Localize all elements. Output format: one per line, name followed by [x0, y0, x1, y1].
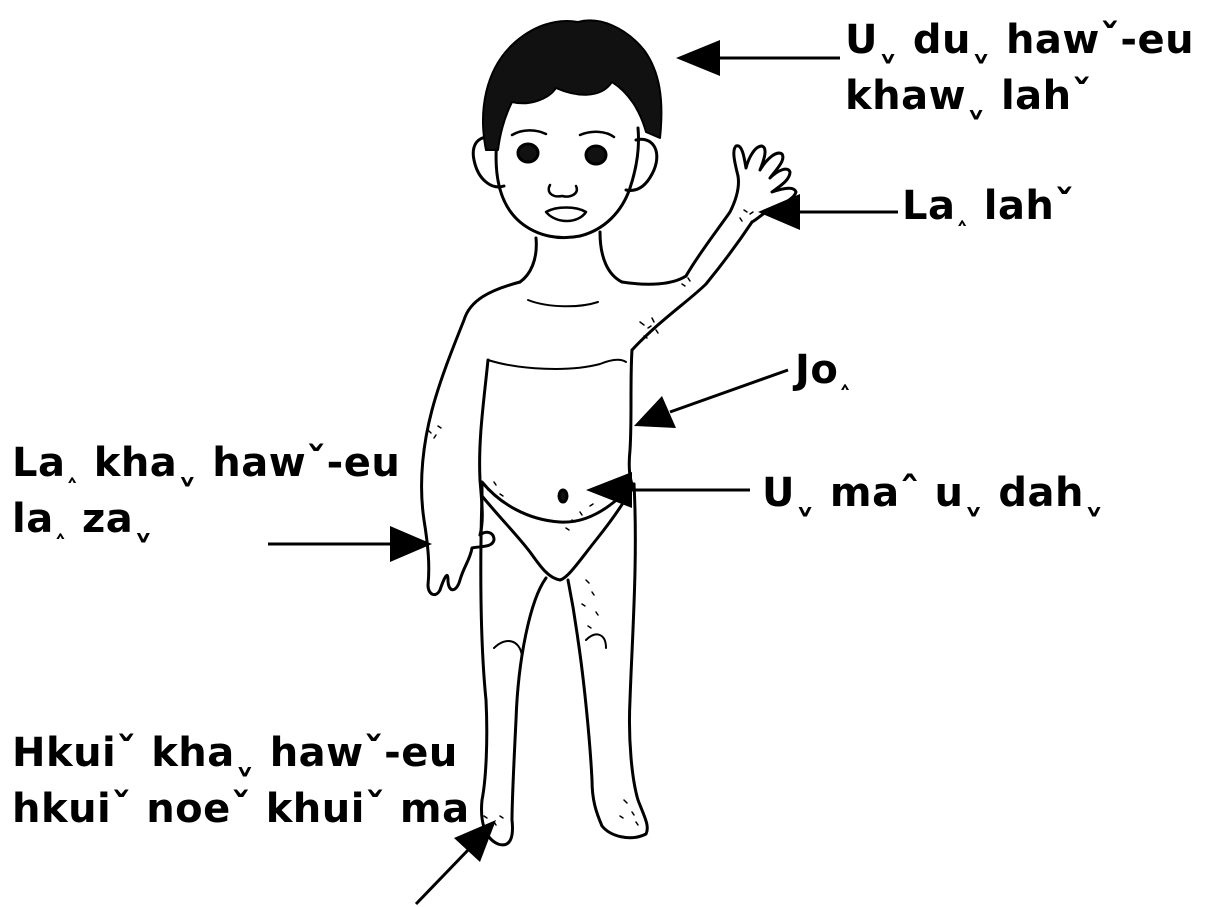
neck-right	[600, 232, 622, 282]
right-eyebrow	[580, 132, 614, 137]
left-leg-outer	[481, 496, 546, 845]
label-side: Jo˰	[795, 342, 852, 398]
label-arm-line-2: la˰ zaˬ	[12, 491, 400, 547]
shoulder-right	[622, 276, 686, 284]
right-eye	[586, 146, 606, 164]
hair	[483, 20, 661, 150]
left-knee	[494, 641, 522, 656]
raised-arm-inner	[632, 222, 752, 350]
left-eyebrow	[512, 130, 546, 135]
torso-left	[432, 282, 520, 410]
label-hair: Uˬ duˬ hawˇ-eu khawˬ lahˇ	[845, 12, 1194, 124]
label-belly: Uˬ maˆ uˬ dahˬ	[762, 465, 1105, 521]
label-arm-line-1: La˰ khaˬ hawˇ-eu	[12, 435, 400, 491]
arrow-side-line	[670, 370, 788, 412]
right-leg-outer	[568, 484, 647, 838]
raised-arm-outer	[686, 176, 739, 276]
label-feet: Hkuiˇ khaˬ hawˇ-eu hkuiˇ noeˇ khuiˇ ma	[12, 725, 470, 837]
label-feet-line-2: hkuiˇ noeˇ khuiˇ ma	[12, 781, 470, 837]
arrow-feet-line	[416, 848, 470, 904]
label-hand: La˰ lahˇ	[902, 178, 1075, 234]
collarbones	[528, 300, 598, 306]
left-arm-outer	[422, 410, 440, 595]
left-hand	[440, 532, 494, 590]
torso-right	[629, 350, 634, 490]
nose	[549, 185, 577, 197]
mouth	[546, 208, 586, 222]
neck	[520, 238, 536, 282]
label-hair-line-2: khawˬ lahˇ	[845, 68, 1194, 124]
arrow-hand-head	[758, 194, 800, 230]
label-belly-line-1: Uˬ maˆ uˬ dahˬ	[762, 465, 1105, 521]
arrow-hair-head	[676, 40, 720, 76]
label-hand-line-1: La˰ lahˇ	[902, 178, 1075, 234]
left-eye	[518, 144, 538, 162]
label-arm: La˰ khaˬ hawˇ-eu la˰ zaˬ	[12, 435, 400, 547]
arrow-side-head	[634, 396, 676, 428]
arrow-belly-head	[586, 472, 632, 508]
right-knee	[586, 634, 606, 648]
navel	[559, 490, 567, 502]
label-feet-line-1: Hkuiˇ khaˬ hawˇ-eu	[12, 725, 470, 781]
label-side-line-1: Jo˰	[795, 342, 852, 398]
label-hair-line-1: Uˬ duˬ hawˇ-eu	[845, 12, 1194, 68]
chest-line	[488, 360, 626, 369]
